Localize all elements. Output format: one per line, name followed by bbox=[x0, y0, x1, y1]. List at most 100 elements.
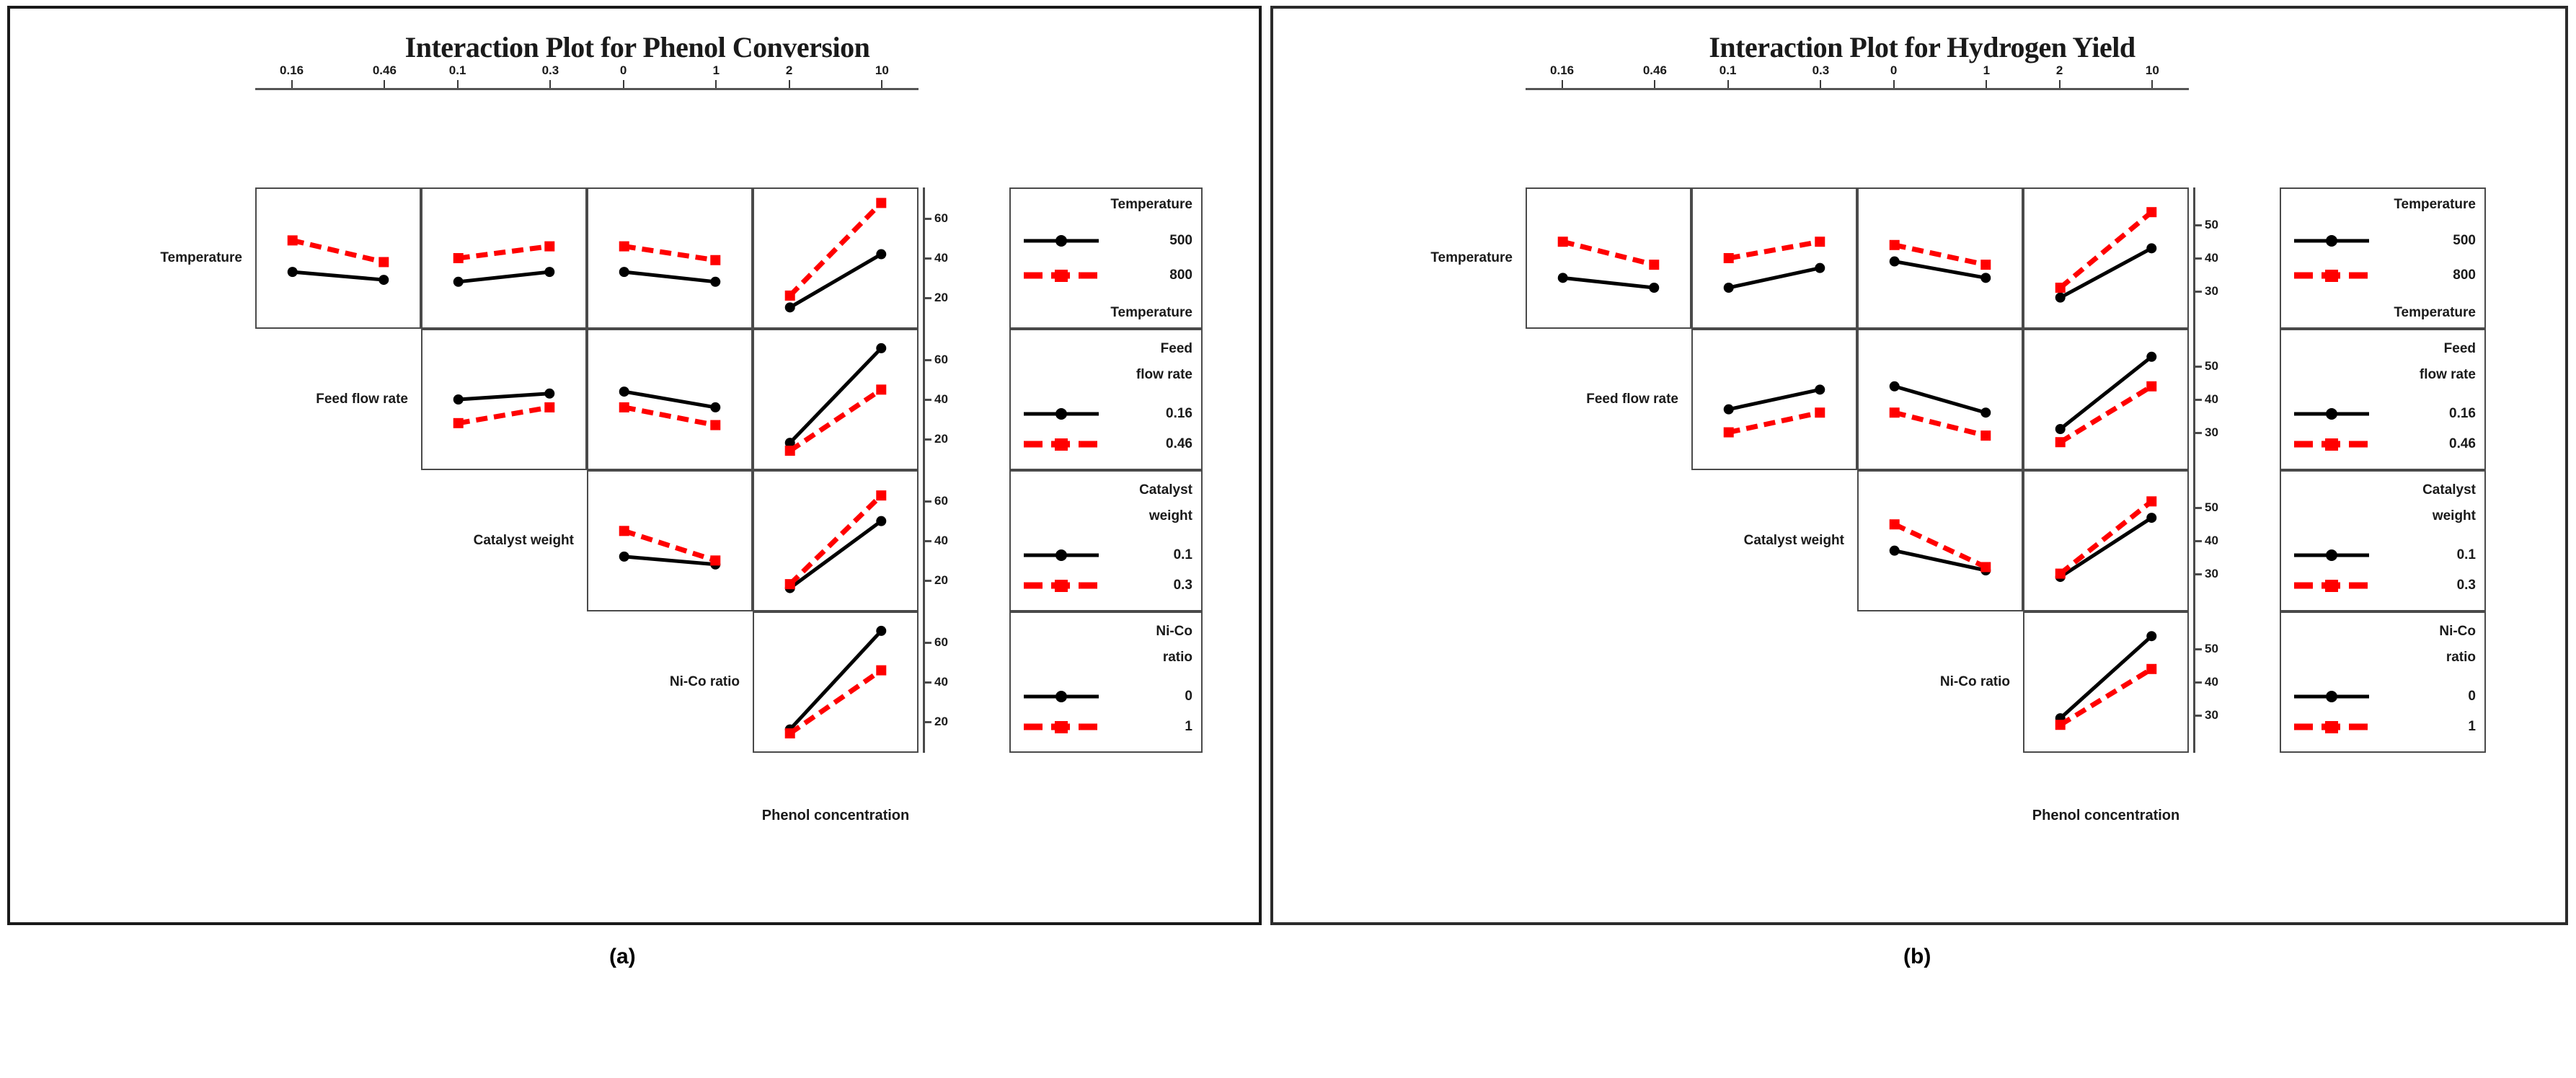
column-tick-mark bbox=[1561, 80, 1563, 88]
column-tick-label: 0.1 bbox=[1719, 63, 1737, 77]
legend-swatch-graphic bbox=[2294, 549, 2369, 561]
interaction-cell bbox=[753, 329, 919, 470]
series-marker-square bbox=[2055, 720, 2066, 730]
series-marker-square bbox=[1889, 519, 1900, 530]
series-line-1 bbox=[1562, 239, 1655, 268]
series-marker-circle bbox=[2146, 513, 2157, 523]
series-line-1 bbox=[1893, 410, 1987, 438]
series-line-1 bbox=[458, 405, 550, 426]
interaction-lines bbox=[784, 625, 887, 739]
interaction-cell bbox=[1691, 329, 1857, 470]
column-tick-mark bbox=[881, 80, 883, 88]
series-marker-square bbox=[1980, 562, 1991, 573]
column-tick-label: 0.3 bbox=[1812, 63, 1830, 77]
y-tick-label: 20 bbox=[934, 573, 948, 587]
legend-swatch-graphic bbox=[1024, 691, 1099, 702]
series-marker-square bbox=[2146, 496, 2157, 507]
series-line-1 bbox=[788, 201, 883, 298]
series-marker-circle bbox=[2055, 292, 2066, 303]
legend-swatch-graphic bbox=[2294, 580, 2369, 592]
column-tick-mark bbox=[2151, 80, 2154, 88]
series-marker-square bbox=[1980, 430, 1991, 441]
series-marker-circle bbox=[453, 394, 464, 405]
legend-value: 0 bbox=[1185, 689, 1192, 704]
series-marker-square bbox=[876, 665, 887, 676]
column-tick-label: 0.1 bbox=[448, 63, 466, 77]
series-marker-circle bbox=[876, 625, 887, 636]
series-line-1 bbox=[788, 668, 883, 735]
column-tick-mark bbox=[456, 80, 459, 88]
legend-swatch-graphic bbox=[2294, 270, 2369, 282]
y-tick-label: 40 bbox=[2205, 392, 2218, 406]
y-tick-mark bbox=[925, 399, 931, 401]
series-marker-square bbox=[1815, 237, 1825, 247]
y-tick-label: 40 bbox=[934, 675, 948, 689]
series-line-1 bbox=[623, 529, 717, 563]
legend-swatch-dashed-square bbox=[2293, 579, 2371, 592]
interaction-lines bbox=[1557, 237, 1660, 293]
y-tick-mark bbox=[925, 642, 931, 645]
series-line-0 bbox=[1894, 384, 1986, 415]
y-tick-mark bbox=[2195, 366, 2202, 368]
series-marker-circle bbox=[2146, 631, 2157, 642]
series-marker-square bbox=[710, 555, 721, 566]
legend-title-line: weight bbox=[1148, 508, 1192, 523]
series-marker-circle bbox=[379, 275, 389, 286]
interaction-lines bbox=[619, 526, 721, 570]
series-line-0 bbox=[624, 555, 716, 567]
column-tick-mark bbox=[384, 80, 386, 88]
y-tick-mark bbox=[2195, 573, 2202, 575]
column-tick-mark bbox=[788, 80, 790, 88]
y-tick-label: 40 bbox=[2205, 534, 2218, 547]
legend-title-line: Temperature bbox=[2394, 197, 2476, 212]
interaction-lines bbox=[619, 386, 721, 430]
series-marker-square bbox=[453, 417, 464, 428]
series-line-0 bbox=[788, 347, 883, 444]
column-tick-label: 0.16 bbox=[1550, 63, 1575, 77]
interaction-lines bbox=[2055, 496, 2157, 583]
y-tick-mark bbox=[2195, 257, 2202, 260]
y-tick-label: 50 bbox=[2205, 500, 2218, 515]
series-line-0 bbox=[1562, 275, 1655, 290]
interaction-cell bbox=[2023, 187, 2189, 329]
series-marker-square bbox=[784, 728, 795, 739]
legend-value: 500 bbox=[2453, 233, 2476, 248]
figure-panel-b: Interaction Plot for Hydrogen Yield 0.16 0… bbox=[1270, 6, 2568, 925]
series-line-0 bbox=[292, 270, 384, 282]
legend-swatch-dashed-square bbox=[1022, 720, 1100, 733]
series-marker-circle bbox=[2146, 243, 2157, 254]
series-line-0 bbox=[458, 392, 550, 402]
series-marker-circle bbox=[2055, 424, 2066, 434]
y-tick-label: 40 bbox=[2205, 675, 2218, 689]
series-marker-circle bbox=[1815, 384, 1825, 395]
legend-value: 1 bbox=[2468, 719, 2476, 734]
row-label-feed-flow-rate: Feed flow rate bbox=[316, 392, 408, 407]
interaction-lines bbox=[453, 388, 555, 428]
legend-swatch-graphic bbox=[1024, 270, 1099, 282]
legend-swatch-solid-circle bbox=[1022, 234, 1100, 247]
legend-value: 800 bbox=[2453, 268, 2476, 283]
legend-swatch-graphic bbox=[1024, 549, 1099, 561]
legend-swatch-dashed-square bbox=[2293, 720, 2371, 733]
interaction-cell bbox=[2023, 329, 2189, 470]
plot-title-b: Interaction Plot for Hydrogen Yield bbox=[1709, 31, 2135, 63]
legend-swatch-solid-circle bbox=[1022, 690, 1100, 703]
y-tick-label: 60 bbox=[934, 211, 948, 226]
interaction-cell bbox=[753, 470, 919, 611]
y-tick-mark bbox=[2195, 290, 2202, 293]
legend-value: 800 bbox=[1169, 268, 1192, 283]
legend-value: 500 bbox=[1169, 233, 1192, 248]
column-tick-label: 10 bbox=[2145, 63, 2159, 77]
legend-swatch-graphic bbox=[2294, 721, 2369, 733]
series-marker-circle bbox=[1980, 407, 1991, 418]
column-tick-label: 2 bbox=[785, 63, 793, 77]
series-marker-square bbox=[710, 255, 721, 265]
series-marker-circle bbox=[784, 438, 795, 449]
series-marker-circle bbox=[2146, 351, 2157, 362]
legend-swatch-dashed-square bbox=[1022, 579, 1100, 592]
series-line-0 bbox=[1894, 260, 1986, 280]
